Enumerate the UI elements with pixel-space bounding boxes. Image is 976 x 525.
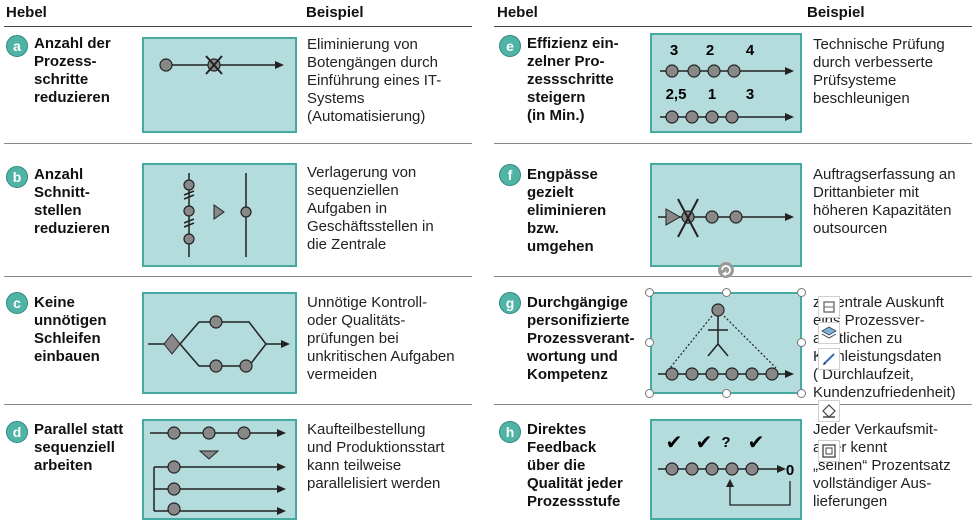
- e-top-value: 3: [670, 42, 678, 59]
- example-h: Jeder Verkaufsmit- a iter kennt „seinen“…: [813, 421, 951, 510]
- h-end-value: 0: [786, 462, 794, 479]
- layers-icon[interactable]: [818, 322, 840, 344]
- diagram-b: [142, 163, 297, 267]
- example-c: Unnötige Kontroll- oder Qualitäts- prüfu…: [307, 294, 455, 383]
- question-mark: ?: [721, 434, 730, 451]
- resize-handle[interactable]: [645, 389, 654, 398]
- resize-handle[interactable]: [645, 338, 654, 347]
- row-separator: [494, 276, 972, 277]
- resize-handle[interactable]: [645, 288, 654, 297]
- row-separator: [4, 143, 472, 144]
- left-hebel-header: Hebel: [6, 4, 47, 21]
- lever-c: Keine unnötigen Schleifen einbauen: [34, 294, 107, 365]
- left-header-rule: [4, 26, 472, 27]
- resize-handle[interactable]: [797, 338, 806, 347]
- badge-a: a: [6, 35, 28, 57]
- lever-b: Anzahl Schnitt- stellen reduzieren: [34, 166, 110, 237]
- check-icon: ✔: [696, 430, 713, 454]
- right-hebel-header: Hebel: [497, 4, 538, 21]
- right-beispiel-header: Beispiel: [807, 4, 865, 21]
- layout-icon[interactable]: [818, 296, 840, 318]
- row-separator: [494, 404, 972, 405]
- e-top-value: 4: [746, 42, 755, 59]
- example-d: Kaufteilbestellung und Produktionsstart …: [307, 421, 445, 492]
- diagram-g[interactable]: [650, 292, 802, 394]
- badge-h: h: [499, 421, 521, 443]
- pen-icon[interactable]: [818, 348, 840, 370]
- badge-c: c: [6, 292, 28, 314]
- fill-icon[interactable]: [818, 400, 840, 422]
- right-header-rule: [494, 26, 972, 27]
- badge-d: d: [6, 421, 28, 443]
- example-a: Eliminierung von Botengängen durch Einfü…: [307, 36, 442, 125]
- diagram-h: ✔ ✔ ? ✔ 0: [650, 419, 802, 520]
- e-bottom-value: 1: [708, 86, 716, 103]
- badge-e: e: [499, 35, 521, 57]
- diagram-a: [142, 37, 297, 133]
- diagram-c: [142, 292, 297, 394]
- resize-handle[interactable]: [722, 288, 731, 297]
- rotate-handle-icon[interactable]: [717, 261, 735, 279]
- diagram-f: [650, 163, 802, 267]
- frame-icon[interactable]: [818, 440, 840, 462]
- left-beispiel-header: Beispiel: [306, 4, 364, 21]
- row-separator: [494, 143, 972, 144]
- lever-a: Anzahl der Prozess- schritte reduzieren: [34, 35, 111, 106]
- check-icon: ✔: [748, 430, 765, 454]
- e-top-value: 2: [706, 42, 714, 59]
- diagram-e: 3 2 4 2,5 1 3: [650, 33, 802, 133]
- row-separator: [4, 404, 472, 405]
- lever-g: Durchgängige personifizierte Prozessvera…: [527, 294, 635, 383]
- row-separator: [4, 276, 472, 277]
- badge-b: b: [6, 166, 28, 188]
- e-bottom-value: 3: [746, 86, 754, 103]
- example-f: Auftragserfassung an Drittanbieter mit h…: [813, 166, 956, 237]
- example-e: Technische Prüfung durch verbesserte Prü…: [813, 36, 945, 107]
- badge-g: g: [499, 292, 521, 314]
- resize-handle[interactable]: [797, 389, 806, 398]
- check-icon: ✔: [666, 430, 683, 454]
- lever-e: Effizienz ein- zelner Pro- zessschritte …: [527, 35, 619, 124]
- example-b: Verlagerung von sequenziellen Aufgaben i…: [307, 164, 434, 253]
- resize-handle[interactable]: [797, 288, 806, 297]
- lever-h: Direktes Feedback über die Qualität jede…: [527, 421, 623, 510]
- resize-handle[interactable]: [722, 389, 731, 398]
- e-bottom-value: 2,5: [666, 86, 687, 103]
- badge-f: f: [499, 164, 521, 186]
- lever-d: Parallel statt sequenziell arbeiten: [34, 421, 124, 474]
- diagram-d: [142, 419, 297, 520]
- lever-f: Engpässe gezielt eliminieren bzw. umgehe…: [527, 166, 607, 255]
